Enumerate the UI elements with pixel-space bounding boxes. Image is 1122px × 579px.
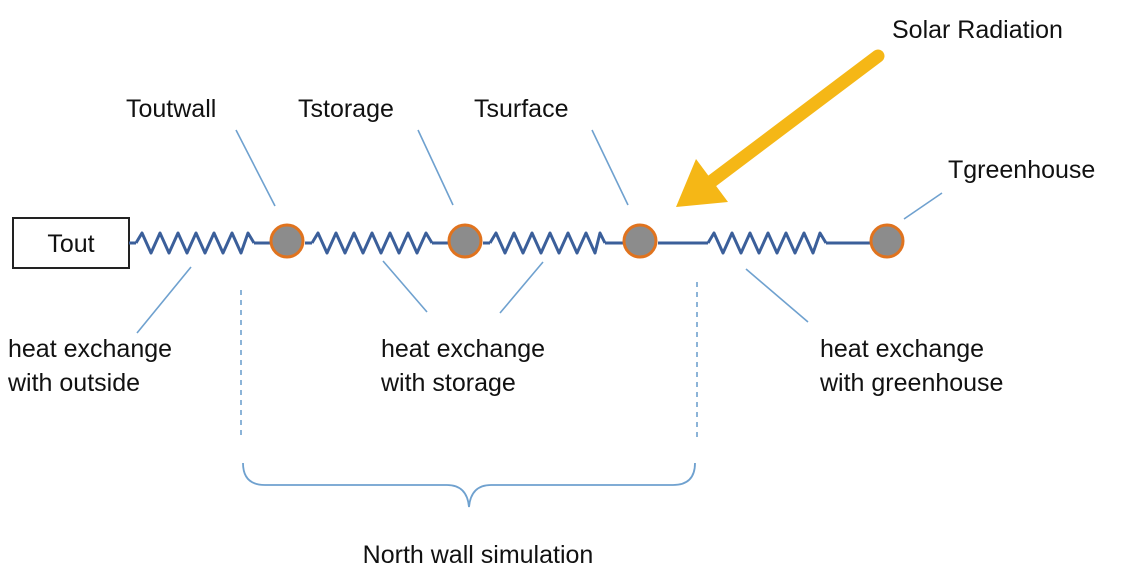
leader-tsurface (591, 129, 629, 206)
tout-box (12, 217, 130, 269)
node-tstorage (447, 223, 483, 259)
toutwall-label: Toutwall (126, 95, 216, 123)
node-tgreenhouse (869, 223, 905, 259)
leader-heat-outside (136, 266, 192, 334)
leader-heat-greenhouse (745, 268, 809, 323)
resistor-wall-storage (310, 231, 434, 255)
solar-arrowhead (676, 159, 728, 207)
heat-storage-label-line1: heat exchange (381, 335, 545, 363)
north-wall-simulation-label: North wall simulation (363, 541, 594, 569)
tstorage-label: Tstorage (298, 95, 394, 123)
leader-tgreenhouse (903, 192, 943, 220)
heat-greenhouse-label-line1: heat exchange (820, 335, 984, 363)
resistor-outside (134, 231, 256, 255)
tsurface-label: Tsurface (474, 95, 568, 123)
heat-outside-label-line2: with outside (7, 369, 140, 397)
leader-heat-storage-a (382, 260, 428, 313)
leader-heat-storage-b (499, 261, 544, 314)
wall-boundaries (240, 282, 698, 440)
tgreenhouse-label: Tgreenhouse (948, 156, 1095, 184)
node-tsurface (622, 223, 658, 259)
temperature-nodes (269, 223, 905, 259)
leader-toutwall (235, 129, 276, 207)
solar-radiation-arrow (676, 49, 885, 207)
heat-outside-label-line1: heat exchange (8, 335, 172, 363)
node-toutwall (269, 223, 305, 259)
resistor-storage-surface (488, 231, 607, 255)
leader-tstorage (417, 129, 454, 206)
heat-storage-label-line2: with storage (380, 369, 516, 397)
tout-label: Tout (47, 230, 94, 258)
circuit-wire (129, 231, 870, 255)
north-wall-brace (242, 462, 696, 508)
heat-greenhouse-label-line2: with greenhouse (819, 369, 1003, 397)
leader-lines (136, 129, 943, 334)
solar-radiation-label: Solar Radiation (892, 16, 1063, 44)
resistor-greenhouse (706, 231, 828, 255)
